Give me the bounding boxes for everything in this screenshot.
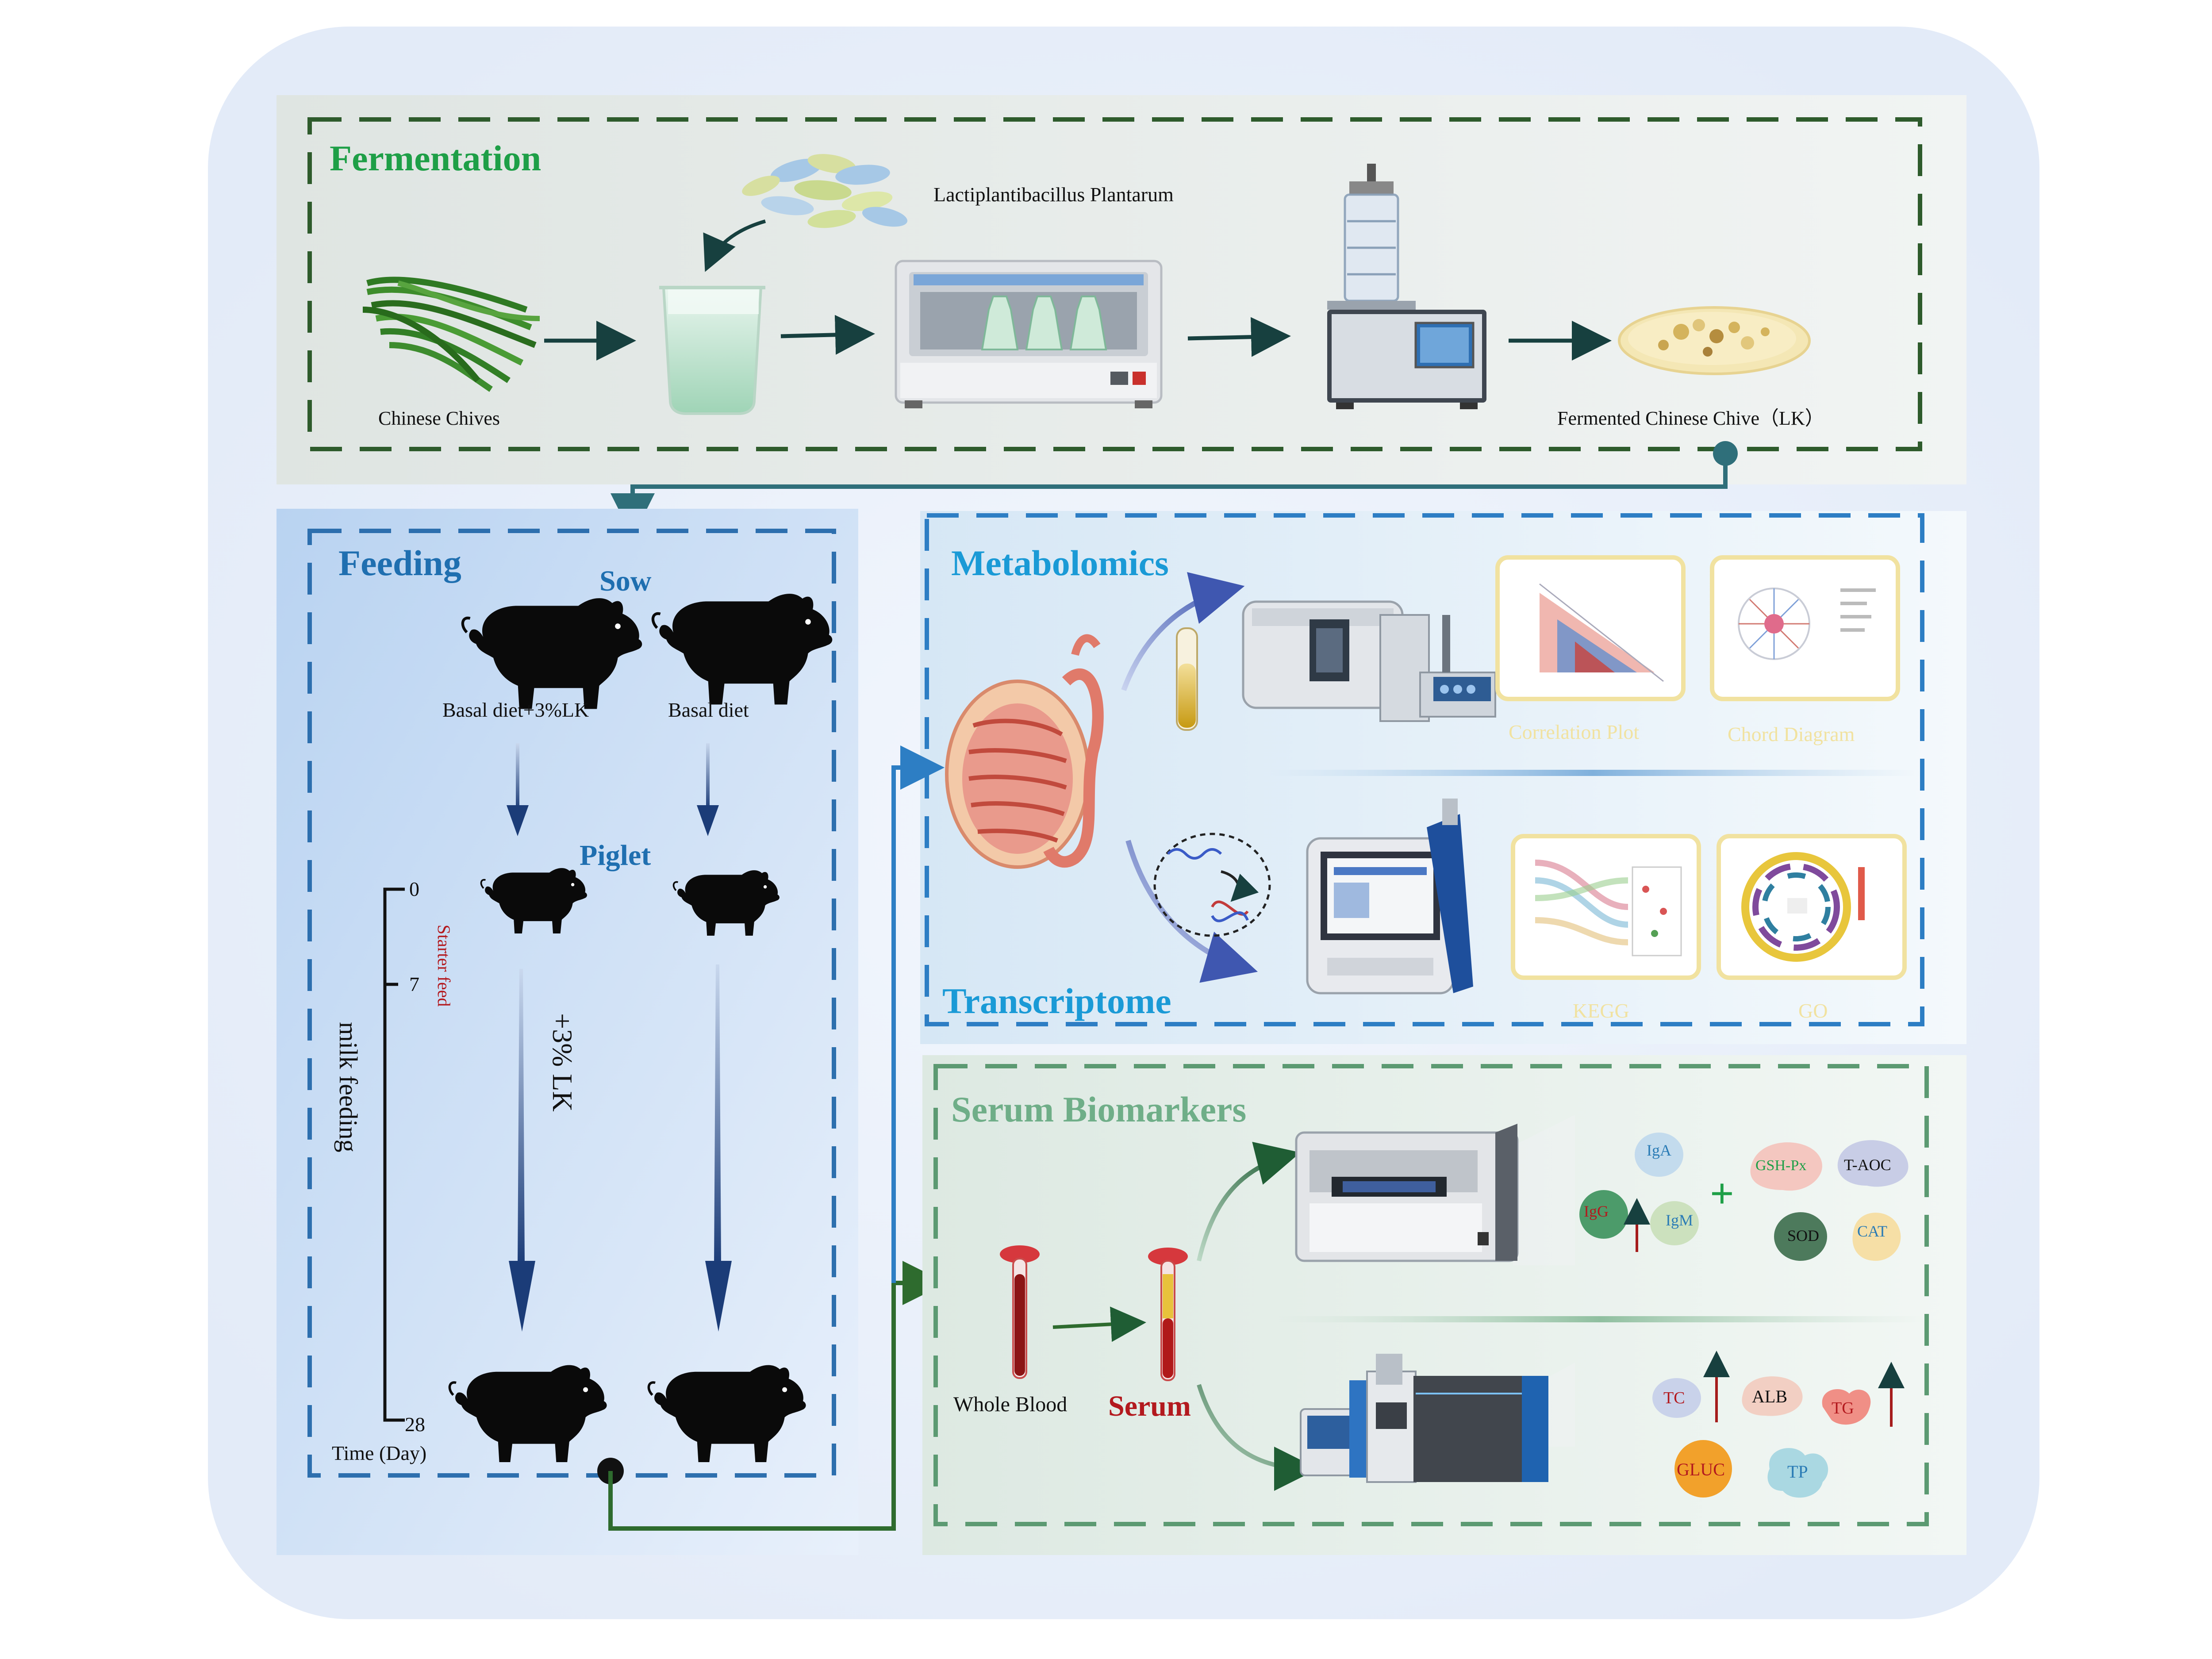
whole-blood-label: Whole Blood <box>953 1393 1067 1416</box>
gluc-marker <box>1674 1440 1732 1498</box>
plus-sign: + <box>1710 1170 1734 1217</box>
bacteria-icon <box>742 154 908 228</box>
go-card <box>1717 834 1907 980</box>
blood-to-serum-arrow <box>1052 1306 1146 1342</box>
rna-sequencing-icon <box>1153 833 1271 937</box>
serum-divider <box>1270 1316 1929 1322</box>
igm-marker <box>1650 1201 1699 1245</box>
elisa-curve-arrow <box>1197 1141 1301 1262</box>
beaker-icon <box>659 286 765 415</box>
connector-feeding-to-analysis <box>597 745 947 1531</box>
sow-label: Sow <box>599 565 652 597</box>
chives-icon <box>362 276 540 392</box>
serum-title: Serum Biomarkers <box>951 1089 1246 1129</box>
cat-marker <box>1852 1213 1901 1261</box>
iga-label: IgA <box>1647 1141 1671 1159</box>
connector-fermentation-to-feeding <box>611 441 1738 538</box>
cat-label: CAT <box>1857 1222 1887 1240</box>
serum-border <box>933 1064 1929 1526</box>
chord-diagram-card <box>1710 555 1900 701</box>
omics-divider <box>1265 770 1920 776</box>
product-label: Fermented Chinese Chive（LK） <box>1557 407 1824 429</box>
gsh-px-marker <box>1750 1142 1822 1191</box>
flow-arrow-3 <box>1187 317 1291 357</box>
omics-panel: Metabolomics Transcriptome <box>920 511 1966 1044</box>
plate-reader-icon <box>1295 1115 1575 1265</box>
serum-label: Serum <box>1108 1390 1191 1422</box>
fermented-product-dish-icon <box>1618 306 1811 375</box>
feeding-border <box>307 529 836 1478</box>
day-7-label: 7 <box>409 973 419 995</box>
piglet-label: Piglet <box>580 839 651 872</box>
go-label: GO <box>1798 999 1828 1022</box>
tg-marker <box>1822 1389 1871 1425</box>
gluc-label: GLUC <box>1677 1459 1725 1479</box>
sod-marker <box>1774 1212 1827 1261</box>
milk-feeding-label: milk feeding <box>334 1022 363 1152</box>
sod-label: SOD <box>1787 1227 1819 1244</box>
freeze-dryer-icon <box>1327 164 1486 409</box>
fermentation-border <box>307 117 1922 451</box>
fermentation-panel: Fermentation Lactiplantibacillus Plantar… <box>276 95 1966 484</box>
piglet-growth-arrows <box>509 964 732 1332</box>
biochemical-markers: TC ALB TG GLUC TP <box>1652 1351 1905 1498</box>
diet-lk-label: Basal diet+3%LK <box>442 699 589 721</box>
incubator-shaker-icon <box>895 260 1163 408</box>
tg-label: TG <box>1832 1399 1854 1417</box>
sequencer-icon <box>1306 799 1473 995</box>
tc-label: TC <box>1663 1389 1685 1407</box>
whole-blood-tube-icon <box>1000 1245 1040 1379</box>
sow-to-piglet-arrows <box>507 743 719 836</box>
immune-markers: IgA IgG IgM + <box>1579 1133 1734 1252</box>
chord-diagram-label: Chord Diagram <box>1728 723 1855 745</box>
flow-arrow-2 <box>780 315 875 355</box>
analyzer-curve-arrow <box>1197 1384 1318 1491</box>
bacteria-label: Lactiplantibacillus Plantarum <box>933 183 1174 206</box>
metabolomics-title: Metabolomics <box>951 543 1169 583</box>
igm-label: IgM <box>1666 1211 1693 1229</box>
correlation-plot-card <box>1495 555 1686 701</box>
kegg-label: KEGG <box>1573 999 1629 1022</box>
correlation-plot-label: Correlation Plot <box>1509 721 1639 743</box>
diet-basal-label: Basal diet <box>668 699 749 721</box>
transcriptome-title: Transcriptome <box>942 981 1171 1021</box>
igg-marker <box>1579 1190 1628 1239</box>
feeding-panel: Feeding Sow Basal diet+3%LK Basal diet P… <box>276 509 858 1555</box>
alb-label: ALB <box>1752 1386 1787 1406</box>
metabolomics-curve-arrow <box>1121 572 1245 691</box>
testis-icon <box>945 634 1104 869</box>
t-aoc-marker <box>1837 1140 1909 1187</box>
iga-marker <box>1635 1133 1683 1177</box>
starter-feed-label: Starter feed <box>434 925 454 1006</box>
day-0-label: 0 <box>409 878 419 900</box>
day-28-label: 28 <box>405 1413 425 1436</box>
alb-marker <box>1742 1376 1803 1416</box>
lk-supplement-label: +3% LK <box>547 1013 578 1112</box>
kegg-card <box>1511 834 1701 980</box>
chives-label: Chinese Chives <box>378 407 500 429</box>
timeline: 0 7 28 Starter feed milk feeding Time (D… <box>332 878 454 1464</box>
igg-label: IgG <box>1584 1202 1609 1220</box>
mass-spectrometer-icon <box>1242 600 1496 722</box>
tp-label: TP <box>1787 1462 1808 1482</box>
bacteria-arrow <box>703 219 766 272</box>
serum-panel: Serum Biomarkers Whole Blood Serum <box>922 1055 1966 1555</box>
tc-marker <box>1652 1378 1701 1418</box>
t-aoc-label: T-AOC <box>1844 1156 1891 1174</box>
serum-tube-icon <box>1176 627 1198 731</box>
antioxidant-markers: GSH-Px T-AOC SOD CAT <box>1750 1140 1909 1261</box>
serum-separated-tube-icon <box>1148 1248 1188 1381</box>
gsh-px-label: GSH-Px <box>1755 1157 1806 1174</box>
fermentation-title: Fermentation <box>330 138 541 178</box>
biochemistry-analyzer-icon <box>1300 1354 1575 1483</box>
feeding-title: Feeding <box>338 543 461 583</box>
tp-marker <box>1767 1448 1828 1498</box>
time-axis-label: Time (Day) <box>332 1442 426 1464</box>
